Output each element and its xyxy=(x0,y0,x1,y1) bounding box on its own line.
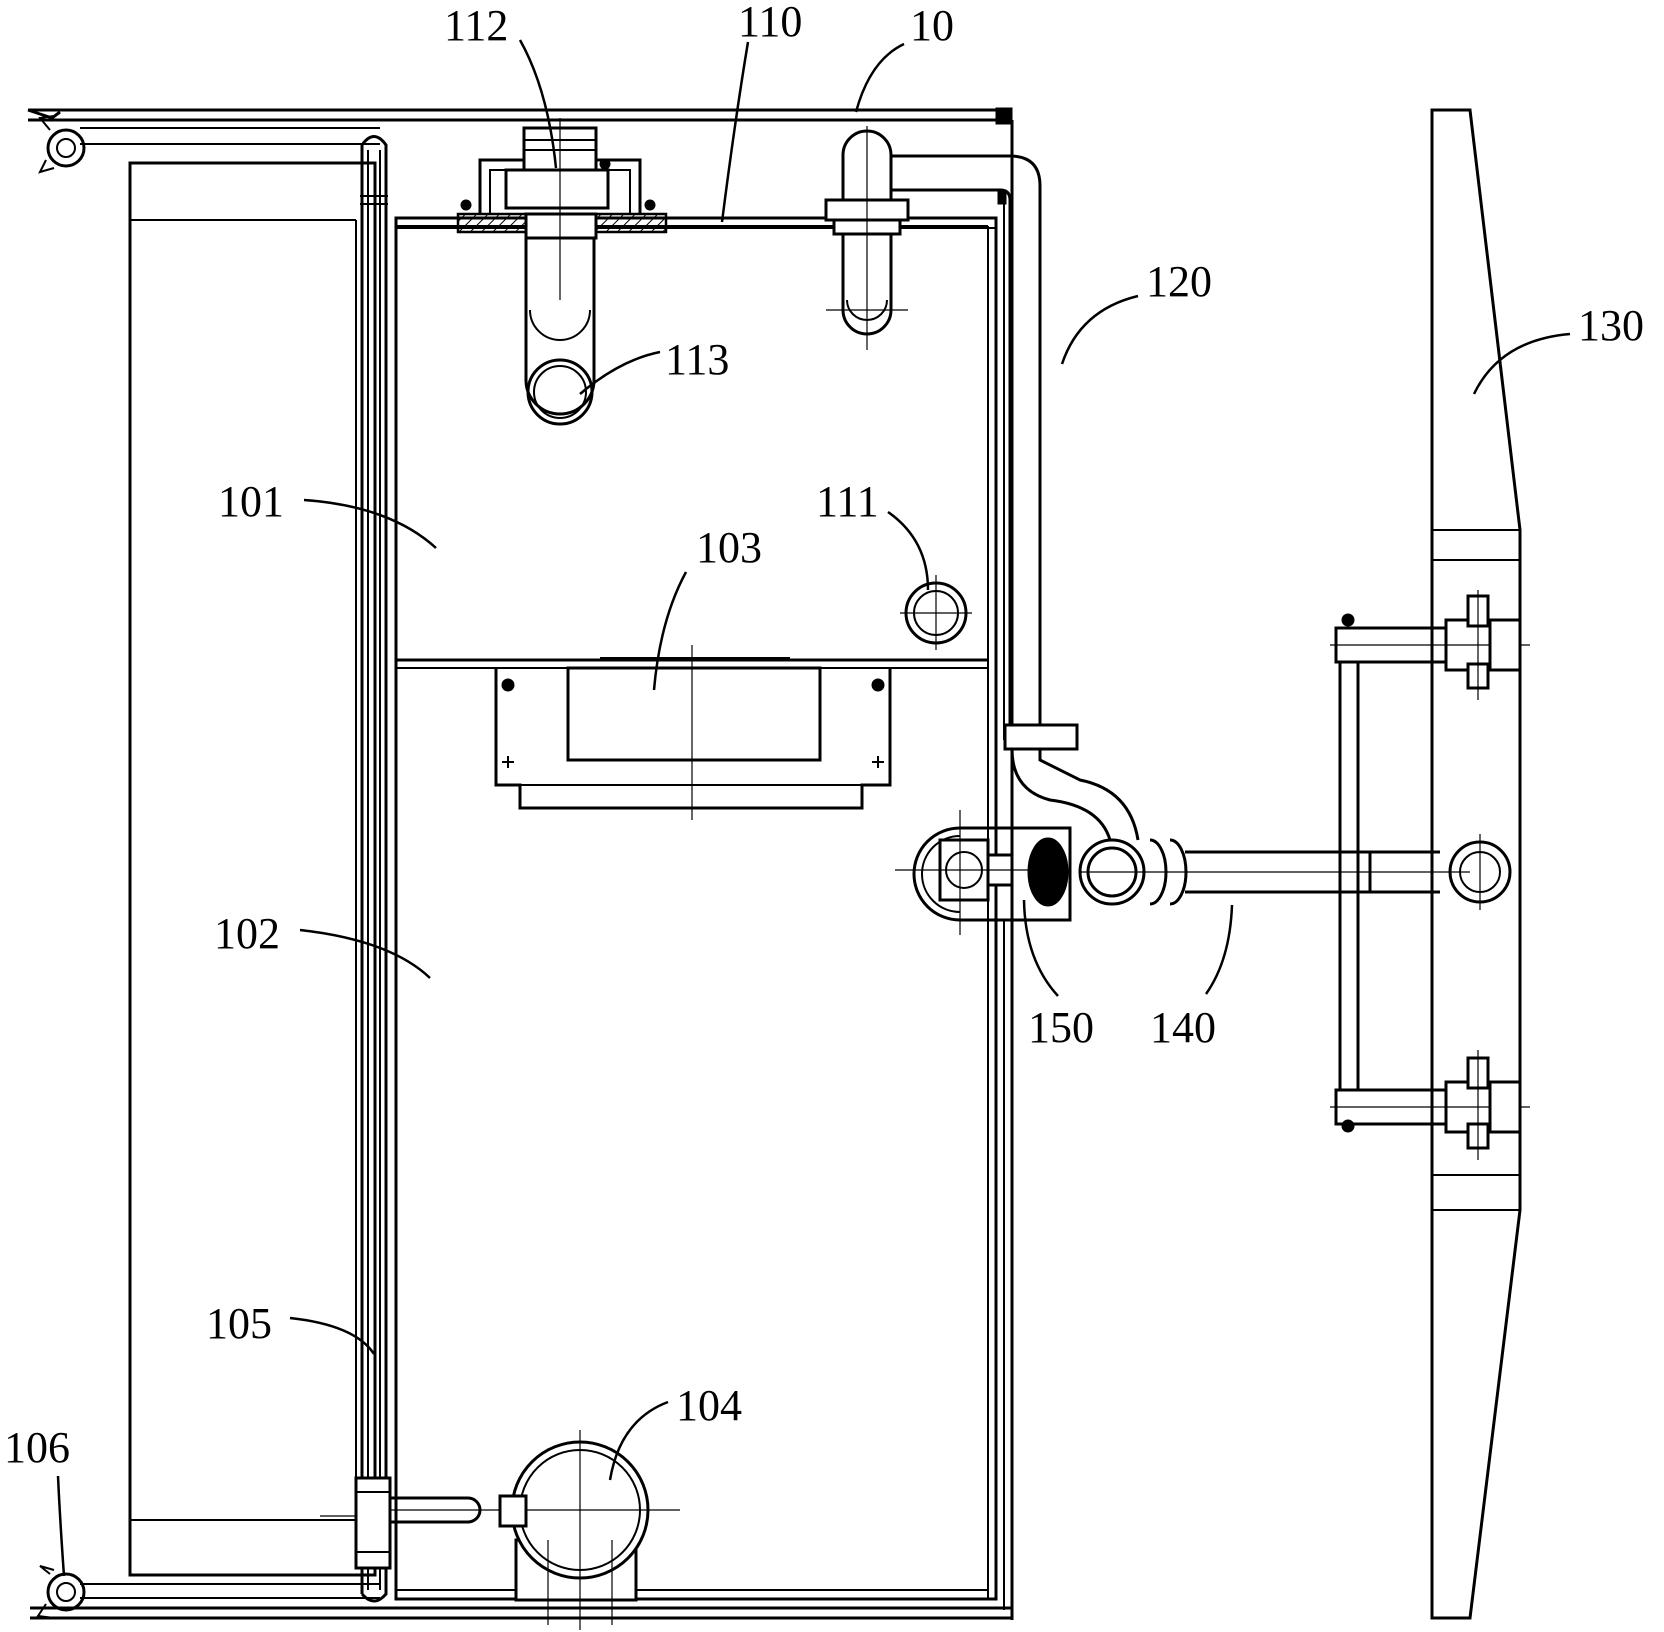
port-111 xyxy=(900,575,972,650)
label-105: 105 xyxy=(206,1299,272,1348)
connector-150 xyxy=(895,810,1072,935)
hinge-bottom xyxy=(36,1565,86,1619)
hinge-top xyxy=(27,108,86,174)
inner-box xyxy=(494,645,892,820)
label-110: 110 xyxy=(738,0,802,46)
door-panel xyxy=(128,161,377,1577)
fan-outlet xyxy=(524,238,596,426)
label-130: 130 xyxy=(1578,301,1644,350)
label-140: 140 xyxy=(1150,1003,1216,1052)
label-104: 104 xyxy=(676,1381,742,1430)
plate-130 xyxy=(1430,108,1522,1620)
fan-unit xyxy=(456,118,668,300)
label-10: 10 xyxy=(910,1,954,50)
label-101: 101 xyxy=(218,477,284,526)
leader-lines xyxy=(56,39,1571,1577)
label-102: 102 xyxy=(214,909,280,958)
label-113: 113 xyxy=(665,335,729,384)
label-103: 103 xyxy=(696,523,762,572)
label-106: 106 xyxy=(4,1423,70,1472)
vertical-pipe xyxy=(354,135,392,1603)
label-112: 112 xyxy=(444,1,508,50)
label-150: 150 xyxy=(1028,1003,1094,1052)
labels: 112 110 10 120 130 113 101 111 103 102 1… xyxy=(4,0,1644,1472)
inlet-fitting xyxy=(824,126,910,350)
pump-104 xyxy=(390,1430,680,1630)
label-111: 111 xyxy=(816,477,879,526)
label-120: 120 xyxy=(1146,257,1212,306)
pipe-140 xyxy=(1078,838,1470,906)
pipe-120 xyxy=(891,154,1140,841)
support-frame xyxy=(1330,590,1530,1160)
